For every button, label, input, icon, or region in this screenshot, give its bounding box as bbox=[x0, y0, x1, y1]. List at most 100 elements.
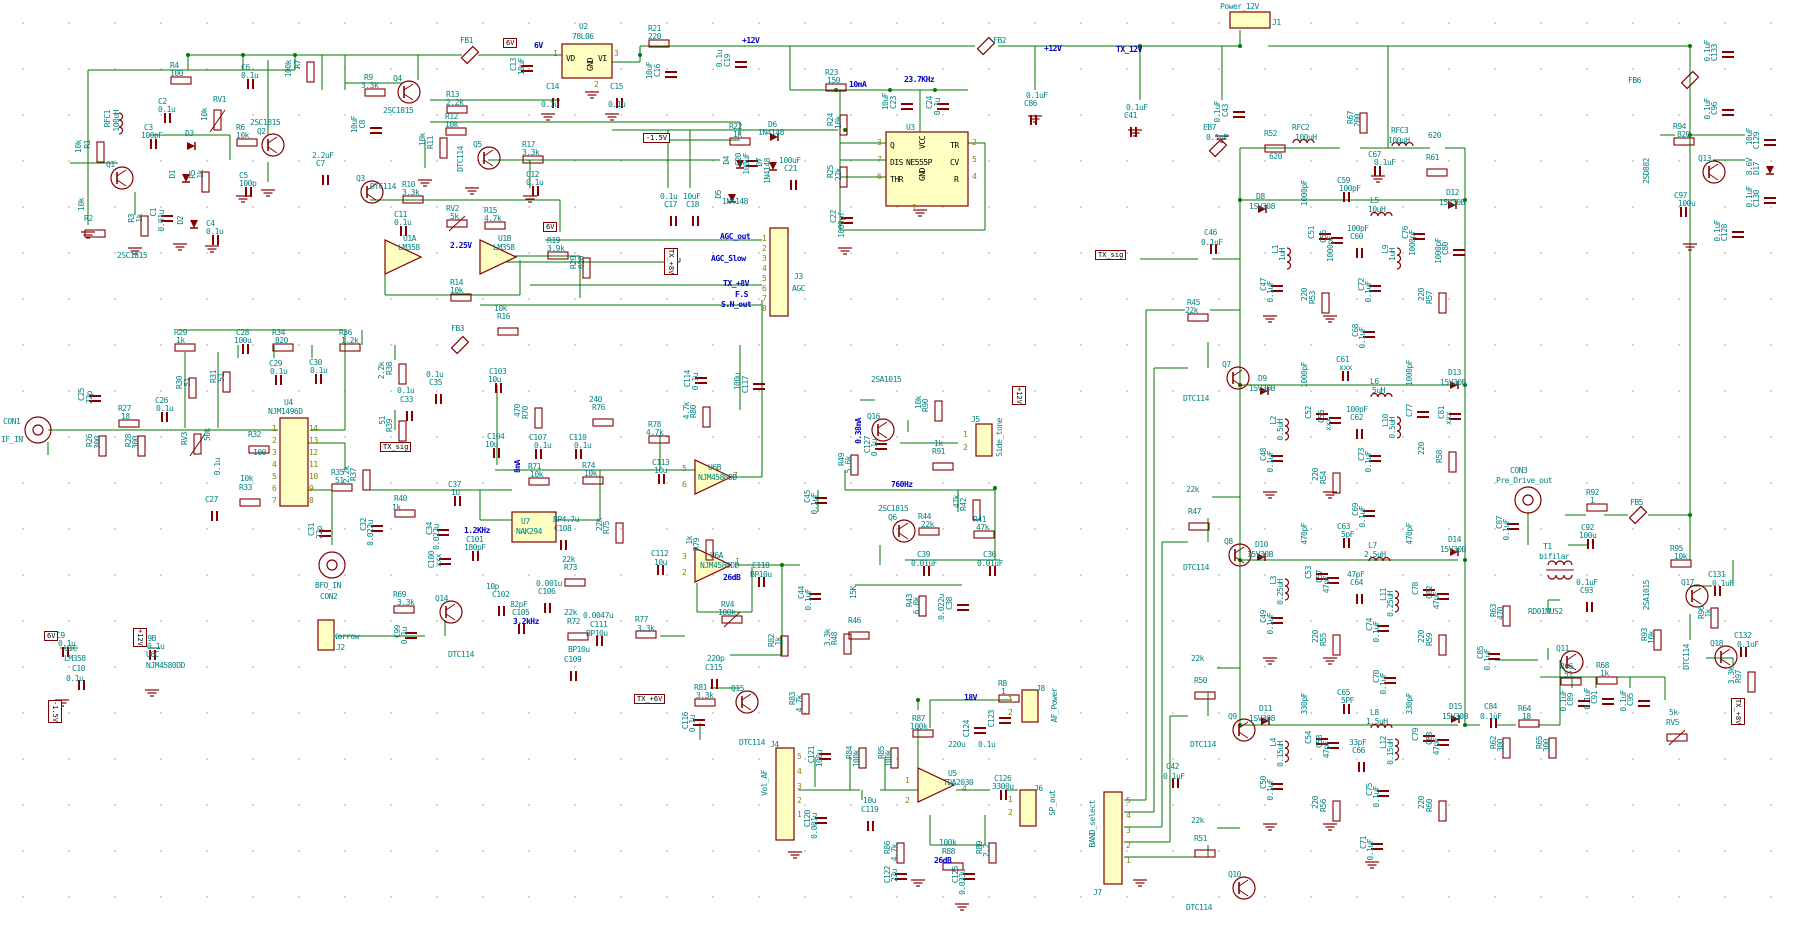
r-symbol bbox=[942, 862, 964, 871]
schematic-text: 1 bbox=[735, 557, 740, 566]
schematic-text: 51 bbox=[217, 373, 226, 382]
component-ref-d15: D15 bbox=[1449, 702, 1462, 711]
schematic-text: 15V30B bbox=[1247, 550, 1273, 559]
c-symbol bbox=[493, 448, 500, 458]
component-ref-r92: R92 bbox=[1586, 488, 1599, 497]
component-ref-c6: C6 bbox=[241, 63, 250, 72]
component-ref-r34: R34 bbox=[272, 328, 285, 337]
schematic-text: TR bbox=[950, 141, 959, 150]
schematic-text: xxx bbox=[1444, 412, 1453, 425]
c-symbol bbox=[1319, 233, 1331, 240]
r-symbol bbox=[272, 343, 294, 352]
schematic-text: 1 bbox=[553, 49, 558, 58]
component-ref-c4: C4 bbox=[206, 219, 215, 228]
component-ref-c103: C103 bbox=[489, 367, 507, 376]
schematic-text: 1 bbox=[1008, 695, 1013, 704]
schematic-text: 100uF bbox=[742, 153, 751, 175]
c-symbol bbox=[1327, 577, 1339, 584]
schematic-text: 12 bbox=[309, 448, 318, 457]
c-symbol bbox=[164, 113, 171, 123]
schematic-text: 0.1uF bbox=[1712, 579, 1734, 588]
r-symbol bbox=[446, 105, 468, 114]
c-symbol bbox=[1358, 762, 1365, 772]
schematic-text: DTC114 bbox=[1682, 644, 1691, 670]
component-ref-q7: Q7 bbox=[1222, 360, 1231, 369]
schematic-text: BP4.7u bbox=[553, 515, 579, 524]
schematic-text: 0.25uH bbox=[1276, 579, 1285, 605]
component-ref-q18: Q18 bbox=[1710, 639, 1723, 648]
component-ref-rv5: RV5 bbox=[1666, 718, 1679, 727]
c-symbol bbox=[1602, 698, 1614, 705]
d-symbol bbox=[728, 194, 736, 203]
schematic-text: 0.1u bbox=[156, 404, 174, 413]
schematic-text: 15V30B bbox=[1439, 198, 1465, 207]
schematic-text: Pre_Drive_out bbox=[1496, 476, 1553, 485]
component-ref-c77: C77 bbox=[1405, 404, 1414, 417]
rca-connector-icon bbox=[1522, 494, 1534, 506]
component-ref-r97: R97 bbox=[1734, 670, 1743, 683]
rv-symbol bbox=[721, 611, 743, 628]
schematic-text: 2.2uF bbox=[312, 151, 334, 160]
r-symbol bbox=[592, 418, 614, 427]
c-symbol bbox=[867, 821, 874, 831]
schematic-text: 2.2 bbox=[982, 844, 991, 857]
c-symbol bbox=[616, 98, 623, 108]
component-ref-q11: Q11 bbox=[1556, 644, 1569, 653]
component-ref-r75: R75 bbox=[602, 521, 611, 534]
component-ref-c129: C129 bbox=[1752, 132, 1761, 150]
schematic-text: 8 bbox=[762, 304, 767, 313]
schematic-text: 100u bbox=[1678, 199, 1696, 208]
schematic-text: 100uH bbox=[112, 110, 121, 132]
schematic-text: 47pF bbox=[1432, 738, 1441, 756]
c-symbol bbox=[1417, 411, 1429, 418]
schematic-text: 0.1u bbox=[691, 373, 700, 391]
component-ref-rfc3: RFC3 bbox=[1391, 126, 1409, 135]
schematic-text: 0.1uF bbox=[1366, 839, 1375, 861]
ic-body bbox=[769, 227, 789, 317]
component-ref-r94: R94 bbox=[1673, 122, 1686, 131]
schematic-text: 0.1uF bbox=[1206, 133, 1228, 142]
component-ref-r6: R6 bbox=[236, 123, 245, 132]
component-ref-l7: L7 bbox=[1368, 541, 1377, 550]
r-symbol bbox=[98, 435, 107, 457]
junction-dot bbox=[1463, 383, 1467, 387]
schematic-text: 0.1uF bbox=[1026, 91, 1048, 100]
schematic-text: 33pF bbox=[1349, 738, 1367, 747]
schematic-text: 100u bbox=[815, 750, 824, 768]
junction-dot bbox=[993, 486, 997, 490]
r-symbol bbox=[188, 377, 197, 399]
c-symbol bbox=[437, 529, 449, 536]
schematic-text: 0.01uF bbox=[977, 559, 1003, 568]
schematic-text: 220 bbox=[1417, 442, 1426, 455]
component-ref-c79: C79 bbox=[1411, 728, 1420, 741]
schematic-text: 2 bbox=[905, 796, 910, 805]
component-ref-c52: C52 bbox=[1304, 406, 1313, 419]
schematic-text: 100uH bbox=[1295, 133, 1317, 142]
c-symbol bbox=[1507, 523, 1519, 530]
schematic-text: 1k bbox=[934, 439, 943, 448]
schematic-text: 47pF bbox=[1432, 592, 1441, 610]
component-ref-rv3: RV3 bbox=[180, 432, 189, 445]
schematic-text: 2 bbox=[1008, 708, 1013, 717]
c-symbol bbox=[937, 103, 949, 110]
schematic-text: 100pF bbox=[141, 131, 163, 140]
schematic-text: 0.1u bbox=[870, 439, 879, 457]
schematic-text: 7 bbox=[877, 155, 882, 164]
component-ref-r13: R13 bbox=[446, 90, 459, 99]
ic-body bbox=[775, 747, 795, 841]
c-symbol bbox=[1680, 207, 1687, 217]
schematic-text: 10k bbox=[494, 304, 507, 313]
c-symbol bbox=[1423, 735, 1435, 742]
schematic-text: 1 bbox=[1590, 496, 1595, 505]
schematic-text: 1k bbox=[392, 503, 401, 512]
component-ref-c17: C17 bbox=[664, 200, 677, 209]
schematic-text: 78L06 bbox=[572, 32, 594, 41]
schematic-text: 4 bbox=[272, 460, 277, 469]
r-symbol bbox=[850, 454, 859, 476]
component-ref-d1: D1 bbox=[168, 170, 177, 179]
c-symbol bbox=[1271, 285, 1283, 292]
r-symbol bbox=[398, 363, 407, 385]
component-ref-d12: D12 bbox=[1446, 188, 1459, 197]
transformer-icon bbox=[1555, 560, 1565, 566]
c-symbol bbox=[1413, 233, 1425, 240]
